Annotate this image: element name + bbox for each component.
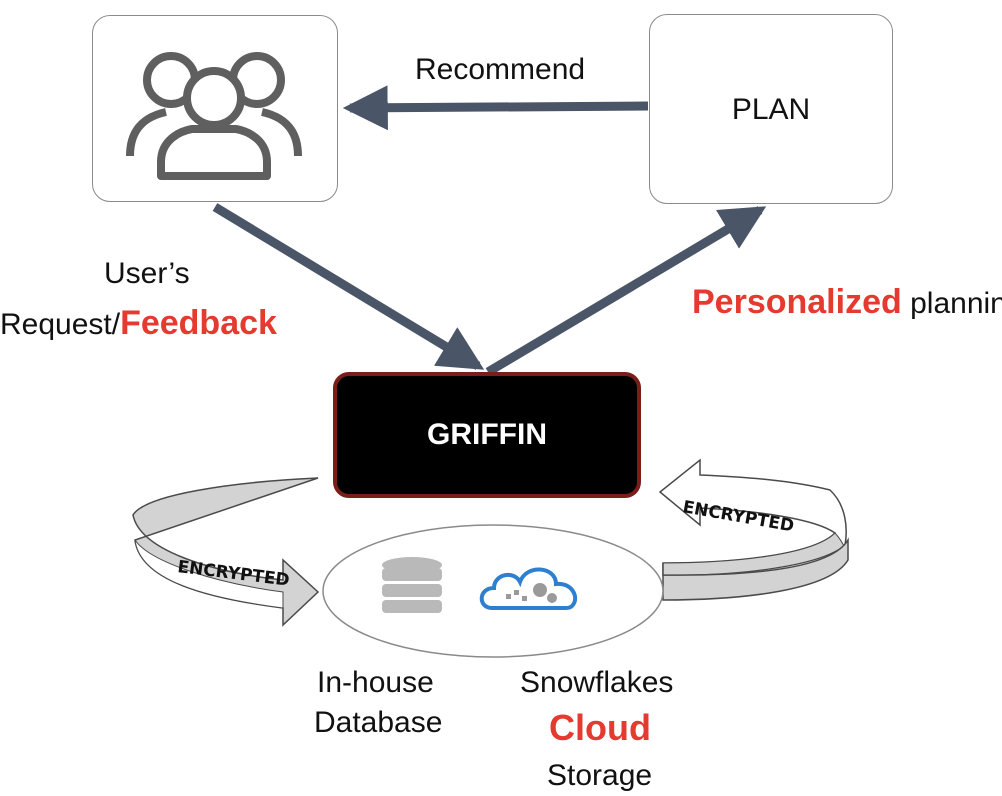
cloud-label-line2: Cloud (549, 707, 651, 748)
recommend-label: Recommend (415, 53, 586, 86)
recommend-arrow (342, 85, 649, 131)
inhouse-label-line2: Database (314, 706, 443, 739)
request-label-line2: Request/Feedback (0, 306, 277, 340)
plan-node: PLAN (649, 14, 893, 204)
planning-suffix: planning (910, 287, 1002, 320)
request-arrow (212, 203, 485, 370)
inhouse-label-line1: In-house (317, 666, 434, 699)
feedback-highlight: Feedback (120, 304, 277, 342)
personalized-highlight: Personalized (692, 283, 902, 321)
users-node (92, 15, 338, 202)
personalized-planning-label: Personalized planning (692, 285, 1002, 319)
encrypted-left-band (134, 539, 284, 609)
cloud-label-line1: Snowflakes (520, 666, 674, 699)
personalized-planning-arrow (485, 206, 767, 376)
plan-label: PLAN (731, 93, 811, 126)
cloud-gear-icon (479, 567, 578, 610)
griffin-node: GRIFFIN (333, 372, 641, 498)
request-prefix: Request/ (0, 308, 121, 341)
users-group-icon (126, 52, 302, 180)
database-icon (382, 557, 442, 613)
cloud-label-line3: Storage (547, 759, 653, 792)
request-label-line1: User’s (104, 257, 190, 290)
encrypted-right-tail (662, 537, 849, 601)
